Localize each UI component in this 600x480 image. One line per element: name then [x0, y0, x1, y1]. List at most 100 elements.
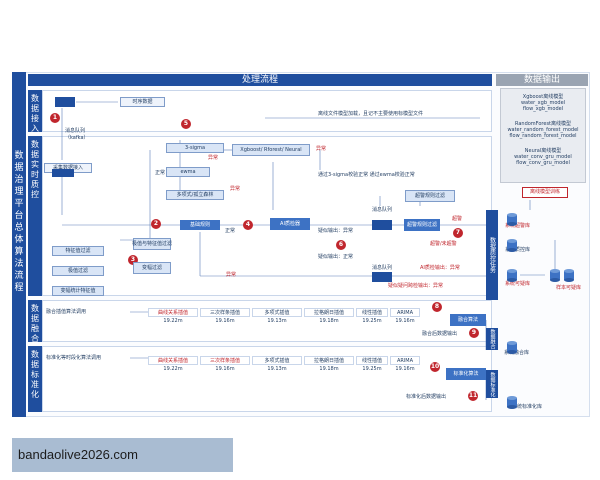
method-4: 线性插值	[356, 308, 388, 317]
fusion-caller-label: 融合插值算法调用	[46, 309, 87, 315]
method-time-1: 19.16m	[215, 318, 235, 324]
method-1: 三次样条插值	[200, 356, 250, 365]
step-2-badge: 2	[151, 219, 161, 229]
abnormal-label-1: 异常	[208, 155, 219, 161]
doubt-out-label: 疑似疑问跨检输出：异常	[388, 283, 444, 289]
method-time-3: 19.18m	[319, 366, 339, 372]
std-task-bar: 数据标准化	[486, 370, 498, 398]
database-icon	[550, 269, 560, 282]
xgb-box: Xgboost/ Rforest/ Neural	[232, 144, 310, 156]
normal-label-2: 正常	[225, 228, 236, 234]
feature-filter-box: 特征值过滤	[52, 246, 104, 256]
model-line: water_xgb_model	[520, 100, 566, 106]
database-icon	[507, 239, 517, 252]
model-line: Neural离线模型	[524, 148, 562, 154]
method-time-0: 19.22m	[163, 366, 183, 372]
model-line: flow_xgb_model	[522, 106, 564, 112]
quality-task-bar: 数据质控任务	[486, 210, 498, 300]
ingest-source-node	[55, 97, 75, 107]
method-time-2: 19.13m	[267, 366, 287, 372]
database-icon	[507, 341, 517, 354]
ai-out-label: AI质检输出：异常	[420, 265, 460, 271]
method-time-1: 19.16m	[215, 366, 235, 372]
fusion-task-bar: 数据融合	[486, 328, 498, 350]
method-5: ARIMA	[390, 308, 420, 317]
fusion-output-label: 融合后数据输出	[422, 331, 458, 337]
abnormal-label-3: 异常	[316, 146, 327, 152]
sys-suspect-lib: 系统可疑库	[505, 281, 531, 287]
change-value-box: 变幅过滤	[133, 262, 171, 274]
std-alg-box: 标准化算法	[446, 368, 486, 380]
extreme-filter-box: 极值过滤	[52, 266, 104, 276]
method-2: 多项式插值	[252, 308, 302, 317]
result-queue-label-2: 消息队列	[372, 265, 393, 271]
offline-train-box: 离线模型训练	[522, 187, 568, 198]
extreme-feature-box: 极值与特征值过滤	[132, 238, 172, 250]
sys-fusion-lib: 系统融合库	[504, 350, 530, 356]
offline-model-panel	[500, 88, 586, 183]
model-line: flow_conv_gru_model	[516, 160, 570, 166]
step-8-badge: 8	[432, 302, 442, 312]
step-9-badge: 9	[469, 328, 479, 338]
section-realtime-label: 数据实时质控	[28, 136, 42, 296]
watermark-banner: bandaolive2026.com	[12, 438, 233, 472]
method-time-4: 19.25m	[362, 318, 382, 324]
sys-quality-lib: 系统质控库	[505, 247, 531, 253]
method-time-0: 19.22m	[163, 318, 183, 324]
kafka-label: （kafka）	[65, 135, 89, 141]
suspected-out-2: 疑似输出：正常	[318, 254, 354, 260]
sample-suspect-lib: 样本可疑库	[556, 285, 582, 291]
abnormal-label-2: 异常	[230, 186, 241, 192]
step-4-badge: 4	[243, 220, 253, 230]
ai-checker-box: AI质检器	[270, 218, 310, 230]
ewma-box: ewma	[166, 167, 210, 177]
model-line: water_conv_gru_model	[514, 154, 572, 160]
sigma-box: 3-sigma	[166, 143, 224, 153]
method-time-3: 19.18m	[319, 318, 339, 324]
method-time-5: 19.16m	[395, 366, 415, 372]
std-output-label: 标准化后数据输出	[406, 394, 447, 400]
method-0: 曲线关系插值	[148, 356, 198, 365]
method-1: 三次样条插值	[200, 308, 250, 317]
section-standard-label: 数据标准化	[28, 346, 42, 412]
method-4: 线性插值	[356, 356, 388, 365]
model-line: RandomForest离线模型	[514, 121, 572, 127]
realtime-data-box: 时序数据	[120, 97, 165, 107]
suspected-out: 疑似输出：异常	[318, 228, 354, 234]
method-0: 曲线关系插值	[148, 308, 198, 317]
model-line: water_random_forest_model	[507, 127, 579, 133]
sigma-note: 通过3-sigma校验正常 通过ewma校验正常	[318, 172, 415, 178]
database-icon	[507, 396, 517, 409]
method-time-5: 19.16m	[395, 318, 415, 324]
collect-node	[52, 169, 74, 177]
section-fusion-box	[42, 300, 492, 342]
section-realtime-box	[42, 136, 492, 296]
basic-rule-box: 基础规则	[180, 220, 220, 230]
header-output: 数据输出	[496, 74, 588, 86]
sys-alarm-lib: 系统超警库	[505, 223, 531, 229]
left-title-bar	[12, 72, 26, 417]
step-5-badge: 5	[181, 119, 191, 129]
std-caller-label: 标准化等时段化算法调用	[46, 355, 102, 361]
left-title: 数据治理平台总体算法流程	[14, 151, 24, 293]
section-ingest-label: 数据接入	[28, 90, 42, 133]
section-fusion-label: 数据融合	[28, 300, 42, 343]
msg-queue-label: 消息队列	[65, 128, 86, 134]
normal-label-1: 正常	[155, 170, 166, 176]
section-ingest-box	[42, 90, 492, 132]
fusion-alg-box: 融合算法	[450, 314, 486, 326]
method-2: 多项式插值	[252, 356, 302, 365]
result-queue-node-2	[372, 272, 392, 282]
step-1-badge: 1	[50, 113, 60, 123]
step-10-badge: 10	[430, 362, 440, 372]
method-3: 拉格朗日插值	[304, 356, 354, 365]
alarm-out-label: 超警/未超警	[430, 241, 457, 247]
header-process: 处理流程	[28, 74, 492, 86]
alarm-abn-label: 超警	[452, 216, 463, 222]
method-5: ARIMA	[390, 356, 420, 365]
step-6-badge: 6	[336, 240, 346, 250]
change-stat-box: 变幅统计特征值	[52, 286, 104, 296]
